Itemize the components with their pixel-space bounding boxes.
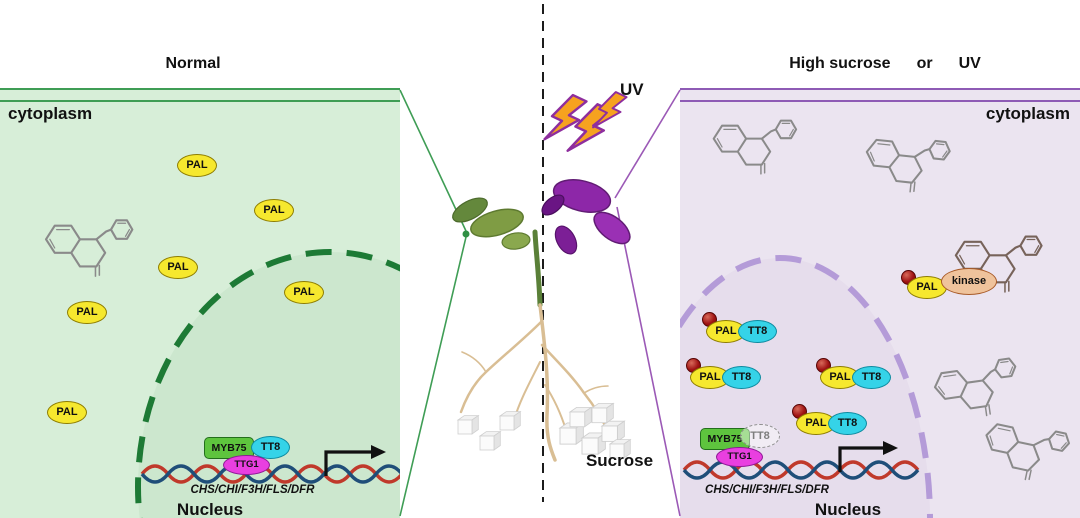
pal-kinase-complex: PAL kinase — [901, 268, 997, 299]
normal-condition-panel: cytoplasm PAL PAL PAL PAL PAL PAL MYB75 … — [0, 88, 400, 518]
sugar-cubes-icon — [457, 402, 631, 459]
transcription-arrow-icon — [324, 450, 371, 476]
pal-enzyme: PAL — [47, 401, 87, 424]
transcription-arrow-icon — [838, 446, 883, 472]
pal-enzyme: PAL — [284, 281, 324, 304]
roots-icon — [459, 303, 612, 462]
pal-enzyme: PAL — [177, 154, 217, 177]
ttg1-factor: TTG1 — [716, 447, 763, 467]
lightning-bolt-icon — [540, 89, 589, 151]
pal-tt8-complex: PAL TT8 — [686, 358, 762, 390]
kinase-enzyme: kinase — [941, 268, 997, 295]
stress-condition-panel: cytoplasm PAL kinase PAL TT8 PAL TT8 PAL… — [680, 88, 1080, 518]
sucrose-label: Sucrose — [585, 451, 654, 470]
tt8-factor: TT8 — [852, 366, 891, 389]
tt8-factor: TT8 — [251, 436, 290, 459]
pal-enzyme: PAL — [796, 412, 836, 435]
flavonoid-structure-icon — [42, 216, 147, 280]
right-title-condition-sucrose: High sucrose — [789, 55, 891, 72]
flavonoid-structure-icon — [859, 129, 965, 201]
tt8-factor: TT8 — [738, 320, 777, 343]
right-panel-border-line — [680, 100, 1080, 102]
transcription-arrowhead-icon — [883, 441, 898, 455]
left-connector-line — [399, 89, 467, 232]
left-target-genes-label: CHS/CHI/F3H/FLS/DFR — [190, 484, 315, 496]
right-panel-title: High sucrose or UV — [730, 55, 1040, 73]
pal-tt8-complex: PAL TT8 — [702, 312, 778, 344]
right-title-or: or — [916, 55, 933, 72]
pal-enzyme: PAL — [158, 256, 198, 279]
pal-enzyme: PAL — [67, 301, 107, 324]
left-panel-border-line — [0, 100, 400, 102]
right-cytoplasm-label: cytoplasm — [985, 104, 1070, 123]
tt8-factor: TT8 — [828, 412, 867, 435]
transcription-arrowhead-icon — [371, 445, 386, 459]
ttg1-factor: TTG1 — [223, 455, 270, 475]
flavonoid-structure-icon — [710, 116, 810, 178]
plant-icon — [452, 179, 631, 462]
dna-strand-blue-icon — [140, 464, 400, 484]
lightning-bolt-icon — [563, 98, 614, 163]
left-nucleus-label: Nucleus — [176, 500, 244, 518]
pal-enzyme: PAL — [254, 199, 294, 222]
pal-tt8-complex: PAL TT8 — [792, 404, 868, 436]
left-panel-graphics — [135, 249, 400, 518]
tt8-factor: TT8 — [722, 366, 761, 389]
left-panel-title: Normal — [165, 55, 221, 72]
connector-dot-icon — [462, 230, 470, 238]
right-title-condition-uv: UV — [958, 55, 981, 72]
right-target-genes-label: CHS/CHI/F3H/FLS/DFR — [705, 484, 829, 496]
pal-tt8-complex: PAL TT8 — [816, 358, 892, 390]
uv-label: UV — [620, 80, 644, 99]
dna-strand-red-icon — [682, 460, 920, 480]
left-connector-line — [399, 236, 467, 517]
right-connector-line — [614, 89, 681, 199]
tt8-missing-placeholder: TT8 — [740, 424, 780, 448]
left-cytoplasm-label: cytoplasm — [8, 104, 93, 123]
right-nucleus-label: Nucleus — [814, 500, 882, 518]
